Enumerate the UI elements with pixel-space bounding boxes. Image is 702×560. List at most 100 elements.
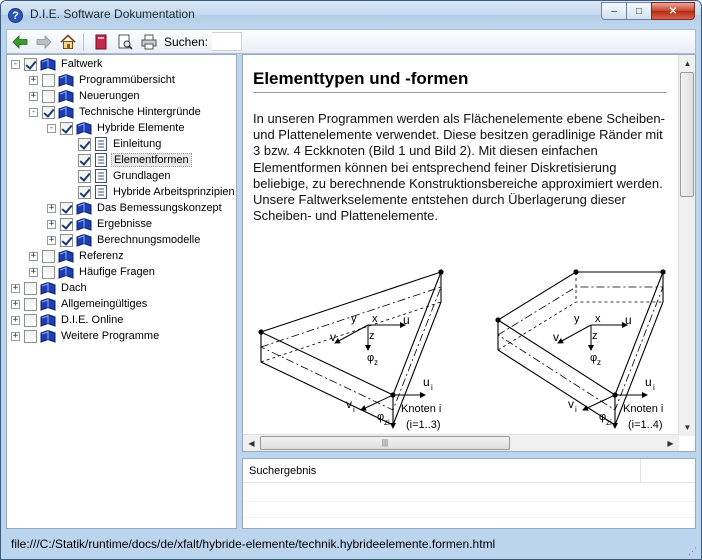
- fig2-phi-sub: z: [597, 358, 601, 367]
- tree-item-checkbox[interactable]: [42, 73, 55, 87]
- tree-item[interactable]: Elementformen: [65, 152, 192, 168]
- maximize-button[interactable]: □: [626, 2, 652, 20]
- tree-item-checkbox[interactable]: [42, 105, 55, 119]
- expand-icon[interactable]: +: [47, 218, 56, 229]
- tree-item[interactable]: + Ergebnisse: [47, 216, 154, 232]
- close-button[interactable]: ✕: [651, 2, 695, 20]
- tree-item[interactable]: +Neuerungen: [29, 88, 142, 104]
- tree-item[interactable]: +Allgemeingültiges: [11, 296, 149, 312]
- tree-item-checkbox[interactable]: [60, 233, 73, 247]
- tree-item-checkbox[interactable]: [60, 217, 73, 231]
- tree-item-label: Dach: [61, 282, 87, 294]
- tree-item[interactable]: +Weitere Programme: [11, 328, 161, 344]
- tree-item-label: D.I.E. Online: [61, 314, 124, 326]
- tree-item-label: Elementformen: [111, 153, 192, 167]
- tree-item-label: Referenz: [79, 250, 124, 262]
- tree-item-label: Häufige Fragen: [79, 266, 155, 278]
- home-button[interactable]: [57, 32, 79, 52]
- tree-item[interactable]: Hybride Arbeitsprinzipien: [65, 184, 236, 200]
- tree-item-checkbox[interactable]: [78, 153, 91, 167]
- tree-item[interactable]: +Berechnungsmodelle: [47, 232, 202, 248]
- fig2-vi-label: v: [568, 397, 574, 411]
- expand-icon[interactable]: +: [47, 234, 56, 245]
- tree-item[interactable]: Grundlagen: [65, 168, 173, 184]
- scroll-right-icon[interactable]: ▶: [667, 439, 674, 448]
- tree-item-label: Hybride Arbeitsprinzipien: [113, 186, 235, 198]
- tree-item[interactable]: -Faltwerk: [11, 56, 105, 72]
- vertical-scrollbar[interactable]: ▲ ▼: [678, 55, 695, 436]
- tree-item[interactable]: + Häufige Fragen: [29, 264, 157, 280]
- tree-item-checkbox[interactable]: [24, 329, 37, 343]
- search-input[interactable]: [212, 32, 243, 51]
- expand-icon[interactable]: +: [11, 282, 20, 293]
- tree-item-checkbox[interactable]: [78, 169, 91, 183]
- fig2-u-label: u: [625, 313, 632, 327]
- tree-item-checkbox[interactable]: [24, 313, 37, 327]
- fig2-ui-sub: i: [653, 383, 655, 392]
- print-preview-icon: [118, 34, 133, 50]
- tree-item-checkbox[interactable]: [24, 297, 37, 311]
- expand-icon[interactable]: +: [29, 74, 38, 85]
- tree-item[interactable]: -Technische Hintergründe: [29, 104, 203, 120]
- book-icon: [58, 249, 74, 263]
- expand-icon[interactable]: +: [11, 298, 20, 309]
- tree-item-checkbox[interactable]: [78, 137, 91, 151]
- tree-item[interactable]: + Dach: [11, 280, 89, 296]
- scroll-left-icon[interactable]: ◀: [248, 439, 255, 448]
- tree-item-checkbox[interactable]: [42, 89, 55, 103]
- tree-item[interactable]: +Programmübersicht: [29, 72, 177, 88]
- tree-item-checkbox[interactable]: [60, 121, 73, 135]
- tree-item-checkbox[interactable]: [42, 265, 55, 279]
- tree-item[interactable]: Einleitung: [65, 136, 163, 152]
- tree-item-checkbox[interactable]: [78, 185, 91, 199]
- back-button[interactable]: [9, 32, 31, 52]
- fig1-axis-x: x: [372, 313, 378, 325]
- scroll-down-icon[interactable]: ▼: [683, 423, 692, 432]
- tree-item[interactable]: + D.I.E. Online: [11, 312, 125, 328]
- book-icon: [76, 121, 92, 135]
- book-icon: [58, 265, 74, 279]
- book-icon: [95, 34, 107, 49]
- vertical-scroll-thumb[interactable]: [680, 72, 694, 197]
- window-controls: ‒ □ ✕: [601, 2, 695, 20]
- book-icon: [40, 281, 56, 295]
- expand-icon[interactable]: +: [11, 330, 20, 341]
- search-results-pane: Suchergebnis: [242, 458, 696, 529]
- tree-item-label: Ergebnisse: [97, 218, 153, 230]
- title-bar[interactable]: ? D.I.E. Software Dokumentation ‒ □ ✕: [1, 1, 701, 29]
- collapse-icon[interactable]: -: [11, 58, 20, 69]
- fig2-range-label: (i=1..4): [628, 419, 663, 431]
- print-icon: [141, 34, 157, 49]
- tree-item[interactable]: + Referenz: [29, 248, 126, 264]
- tree-item-checkbox[interactable]: [24, 57, 37, 71]
- fig1-axis-z: z: [369, 330, 375, 342]
- results-column-header[interactable]: Suchergebnis: [243, 458, 641, 483]
- fig2-axis-x: x: [595, 313, 601, 325]
- contents-button[interactable]: [90, 32, 112, 52]
- expand-icon[interactable]: +: [11, 314, 20, 325]
- status-bar: file:///C:/Statik/runtime/docs/de/xfalt/…: [1, 532, 701, 559]
- tree-item-checkbox[interactable]: [42, 249, 55, 263]
- page-icon: [94, 153, 108, 167]
- window-title: D.I.E. Software Dokumentation: [30, 7, 195, 21]
- tree-item[interactable]: + Das Bemessungskonzept: [47, 200, 224, 216]
- minimize-button[interactable]: ‒: [601, 2, 627, 20]
- expand-icon[interactable]: +: [29, 266, 38, 277]
- tree-item[interactable]: -Hybride Elemente: [47, 120, 186, 136]
- scroll-up-icon[interactable]: ▲: [683, 59, 692, 68]
- collapse-icon[interactable]: -: [47, 122, 56, 133]
- fig2-ui-label: u: [645, 375, 652, 389]
- print-button[interactable]: [138, 32, 160, 52]
- horizontal-scroll-thumb[interactable]: |||: [260, 436, 510, 450]
- expand-icon[interactable]: +: [47, 202, 56, 213]
- collapse-icon[interactable]: -: [29, 106, 38, 117]
- print-preview-button[interactable]: [114, 32, 136, 52]
- forward-button[interactable]: [33, 32, 55, 52]
- expand-icon[interactable]: +: [29, 250, 38, 261]
- resize-grip-icon[interactable]: ⋰: [688, 546, 697, 556]
- horizontal-scrollbar[interactable]: ◀ ||| ▶: [243, 434, 679, 451]
- tree-item-label: Das Bemessungskonzept: [97, 202, 222, 214]
- tree-item-checkbox[interactable]: [24, 281, 37, 295]
- expand-icon[interactable]: +: [29, 90, 38, 101]
- tree-item-checkbox[interactable]: [60, 201, 73, 215]
